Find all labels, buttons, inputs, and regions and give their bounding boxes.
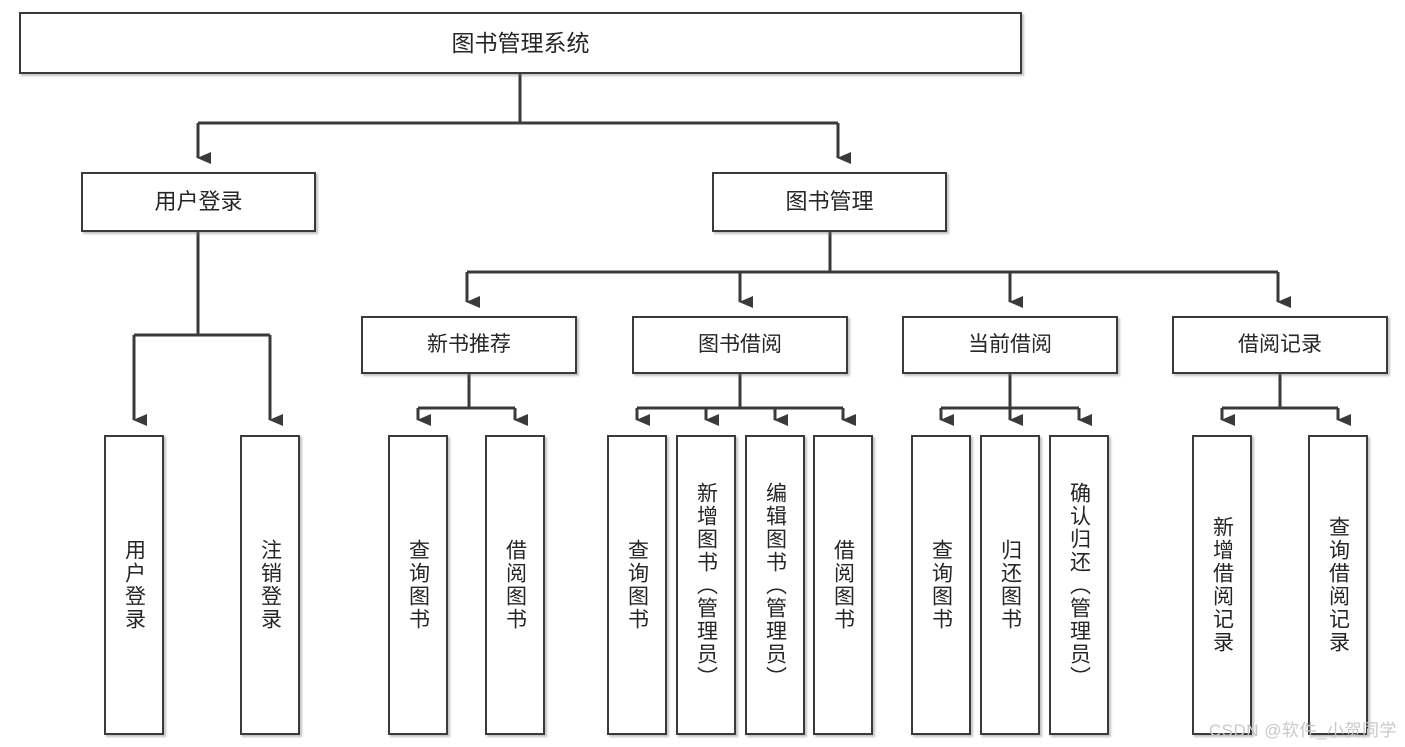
node-label: 借阅图书 (503, 539, 527, 631)
leaf-book-borrow-query[interactable]: 查询图书 (607, 435, 667, 735)
node-book-borrow[interactable]: 图书借阅 (632, 316, 848, 374)
node-label: 注销登录 (258, 539, 282, 631)
node-root-system[interactable]: 图书管理系统 (19, 12, 1022, 74)
node-borrow-record[interactable]: 借阅记录 (1172, 316, 1388, 374)
node-label: 查询图书 (406, 539, 430, 631)
leaf-book-borrow-add[interactable]: 新增图书（管理员） (676, 435, 736, 735)
leaf-new-book-query[interactable]: 查询图书 (388, 435, 448, 735)
node-user-login[interactable]: 用户登录 (81, 172, 316, 232)
leaf-book-borrow-edit[interactable]: 编辑图书（管理员） (745, 435, 805, 735)
leaf-borrow-record-query[interactable]: 查询借阅记录 (1308, 435, 1368, 735)
node-label: 新书推荐 (427, 332, 511, 356)
node-label: 查询借阅记录 (1326, 516, 1350, 654)
node-label: 借阅记录 (1238, 332, 1322, 356)
node-book-management[interactable]: 图书管理 (712, 172, 947, 232)
node-label: 图书管理系统 (451, 29, 590, 56)
node-label: 用户登录 (154, 189, 243, 215)
leaf-user-login-signin[interactable]: 用户登录 (104, 435, 164, 735)
leaf-new-book-borrow[interactable]: 借阅图书 (485, 435, 545, 735)
node-label: 查询图书 (929, 539, 953, 631)
node-label: 新增借阅记录 (1210, 516, 1234, 654)
node-label: 编辑图书（管理员） (763, 481, 787, 689)
leaf-book-borrow-lend[interactable]: 借阅图书 (813, 435, 873, 735)
node-label: 归还图书 (998, 539, 1022, 631)
node-new-book-recommend[interactable]: 新书推荐 (361, 316, 577, 374)
watermark: CSDN @软件_小贺同学 (1208, 721, 1397, 740)
node-label: 图书借阅 (698, 332, 782, 356)
node-label: 借阅图书 (831, 539, 855, 631)
node-label: 查询图书 (625, 539, 649, 631)
leaf-current-borrow-confirm-return[interactable]: 确认归还（管理员） (1049, 435, 1109, 735)
leaf-current-borrow-query[interactable]: 查询图书 (911, 435, 971, 735)
node-label: 图书管理 (785, 189, 874, 215)
node-label: 新增图书（管理员） (694, 481, 718, 689)
leaf-user-login-signout[interactable]: 注销登录 (240, 435, 300, 735)
node-label: 当前借阅 (968, 332, 1052, 356)
node-current-borrow[interactable]: 当前借阅 (902, 316, 1118, 374)
leaf-borrow-record-add[interactable]: 新增借阅记录 (1192, 435, 1252, 735)
node-label: 用户登录 (122, 539, 146, 631)
leaf-current-borrow-return[interactable]: 归还图书 (980, 435, 1040, 735)
node-label: 确认归还（管理员） (1067, 481, 1091, 689)
